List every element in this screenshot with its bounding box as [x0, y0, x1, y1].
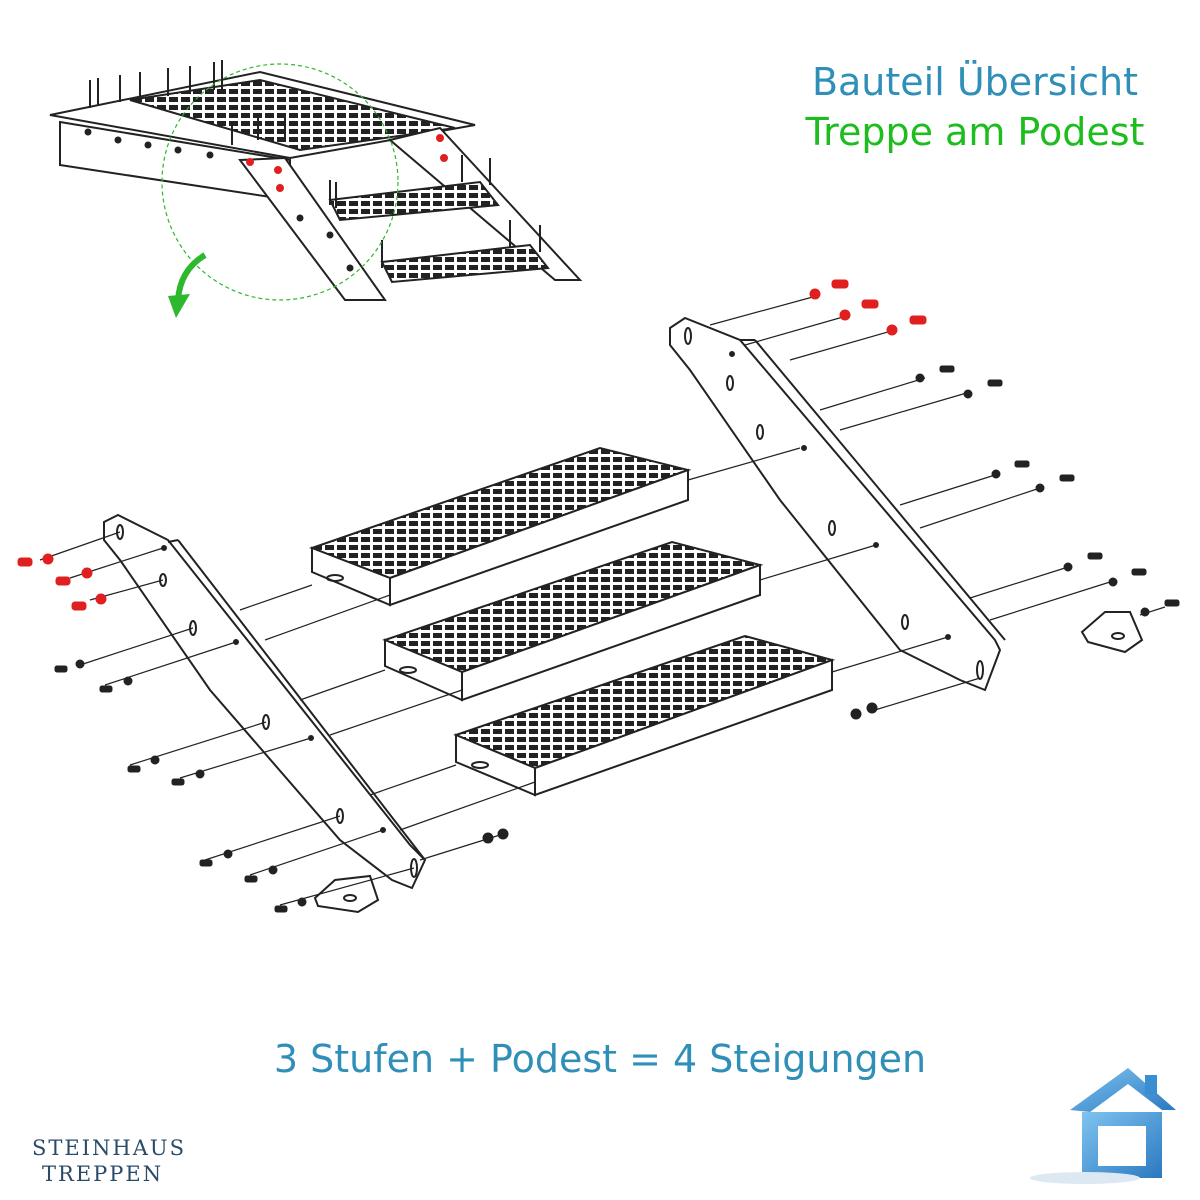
rotate-arrow-head-icon	[168, 294, 190, 318]
brand-name-line1: STEINHAUS	[32, 1136, 186, 1160]
red-bolts-left	[17, 553, 107, 611]
diagram-caption: 3 Stufen + Podest = 4 Steigungen	[273, 1037, 927, 1081]
house-logo-icon	[1030, 1068, 1176, 1184]
left-floor-bracket	[313, 874, 380, 914]
detail-magnifier-circle	[161, 63, 399, 301]
right-stringer	[669, 316, 1006, 692]
diagram-title-line2: Treppe am Podest	[805, 110, 1145, 154]
right-floor-bracket	[1080, 611, 1144, 654]
brand-name-line2: TREPPEN	[42, 1162, 164, 1186]
diagram-title-line1: Bauteil Übersicht	[811, 60, 1139, 104]
black-bolts	[54, 365, 1180, 913]
rotate-arrow-icon	[175, 252, 207, 301]
red-bolts-right	[809, 279, 927, 336]
assembled-stair-inset	[49, 60, 583, 301]
step-tread-middle	[382, 540, 764, 702]
assembly-lines	[39, 294, 1166, 906]
step-tread-bottom	[453, 634, 836, 797]
landing-posts	[89, 60, 286, 145]
step-tread-top	[309, 446, 692, 607]
